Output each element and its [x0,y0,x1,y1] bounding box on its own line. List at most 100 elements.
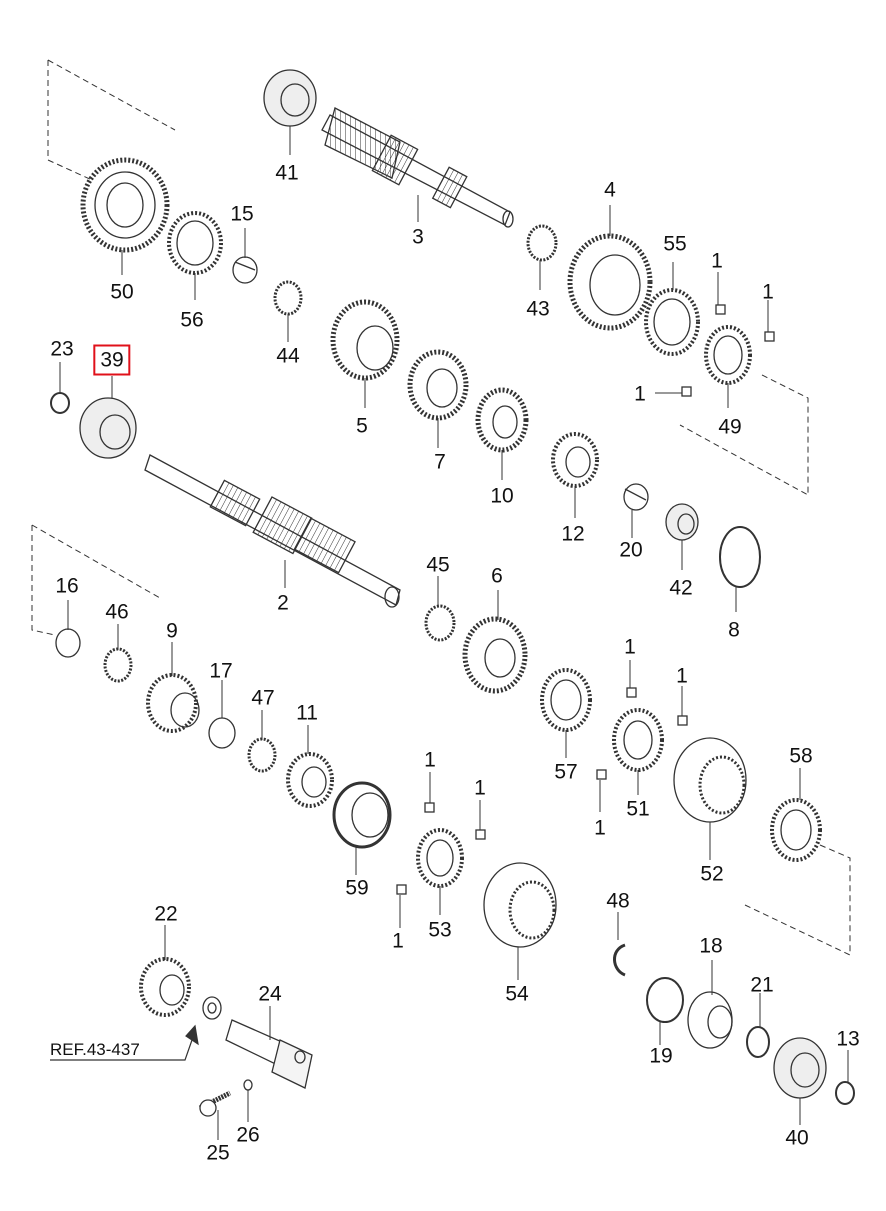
hub-49 [704,325,752,385]
part-label-1-f[interactable]: 1 [594,816,606,840]
part-label-22[interactable]: 22 [154,902,178,926]
part-label-53[interactable]: 53 [428,918,452,942]
part-label-58[interactable]: 58 [789,744,813,768]
part-label-1-h[interactable]: 1 [474,776,486,800]
part-label-47[interactable]: 47 [251,686,275,710]
gear-50 [80,157,170,253]
part-label-20[interactable]: 20 [619,538,643,562]
bushing-16 [55,628,81,658]
part-label-9[interactable]: 9 [166,619,178,643]
bearing-39 [79,397,137,459]
part-label-40[interactable]: 40 [785,1126,809,1150]
part-label-15[interactable]: 15 [230,202,254,226]
gear-5 [330,299,400,381]
synchro-ring-57 [540,668,592,732]
part-label-46[interactable]: 46 [105,600,129,624]
synchro-ring-59 [332,781,392,849]
bearing-41 [263,69,317,127]
part-label-12[interactable]: 12 [561,522,585,546]
snap-ring-23 [50,392,70,414]
part-label-51[interactable]: 51 [626,797,650,821]
hub-51 [612,708,664,772]
reference-arrow [50,1024,199,1061]
snap-ring-13 [835,1081,855,1105]
gear-22 [139,957,191,1017]
bearing-42 [665,503,699,541]
reference-label[interactable]: REF.43-437 [50,1040,140,1059]
part-label-23[interactable]: 23 [50,337,74,361]
needle-bearing-46 [103,647,133,683]
part-label-50[interactable]: 50 [110,280,134,304]
needle-bearing-44 [273,280,303,316]
part-label-39-highlighted[interactable]: 39 [93,344,131,376]
part-label-24[interactable]: 24 [258,982,282,1006]
bushing-17 [208,717,236,749]
output-shaft [144,454,401,608]
part-label-13[interactable]: 13 [836,1027,860,1051]
part-label-5[interactable]: 5 [356,414,368,438]
part-label-59[interactable]: 59 [345,876,369,900]
gear-7 [407,349,469,421]
part-label-1-a[interactable]: 1 [711,249,723,273]
part-label-26[interactable]: 26 [236,1123,260,1147]
part-label-1-c[interactable]: 1 [634,382,646,406]
part-label-54[interactable]: 54 [505,982,529,1006]
part-label-42[interactable]: 42 [669,576,693,600]
gear-11 [286,752,334,808]
part-label-57[interactable]: 57 [554,760,578,784]
bushing-15 [232,256,258,284]
part-label-1-b[interactable]: 1 [762,280,774,304]
bolt-25 [198,1090,232,1117]
gear-9 [146,673,200,733]
synchro-keys [396,304,775,895]
needle-bearing-45 [424,604,456,642]
part-label-18[interactable]: 18 [699,934,723,958]
dashed-guides [31,59,851,956]
part-label-7[interactable]: 7 [434,450,446,474]
part-label-48[interactable]: 48 [606,889,630,913]
part-label-56[interactable]: 56 [180,308,204,332]
part-label-1-g[interactable]: 1 [424,748,436,772]
part-label-2[interactable]: 2 [277,591,289,615]
needle-bearing-47 [247,737,277,773]
part-label-45[interactable]: 45 [426,553,450,577]
part-label-16[interactable]: 16 [55,574,79,598]
gear-4 [567,233,653,331]
part-label-17[interactable]: 17 [209,659,233,683]
part-label-44[interactable]: 44 [276,344,300,368]
gear-12 [551,432,599,488]
reverse-shaft-24 [225,1019,313,1089]
bushing-20 [623,483,649,511]
part-label-6[interactable]: 6 [491,564,503,588]
part-label-1-i[interactable]: 1 [392,929,404,953]
shim-21 [746,1026,770,1058]
gear-6 [462,616,528,694]
part-label-4[interactable]: 4 [604,178,616,202]
part-label-1-d[interactable]: 1 [624,635,636,659]
part-label-55[interactable]: 55 [663,232,687,256]
part-label-49[interactable]: 49 [718,415,742,439]
snap-ring-19 [646,977,684,1023]
needle-bearing-43 [526,224,558,262]
part-label-19[interactable]: 19 [649,1044,673,1068]
gear-10 [475,387,529,453]
gear-56 [167,211,223,275]
part-label-8[interactable]: 8 [728,618,740,642]
washer-26 [243,1079,253,1091]
part-label-41[interactable]: 41 [275,161,299,185]
part-label-11[interactable]: 11 [296,701,318,725]
part-label-1-e[interactable]: 1 [676,664,688,688]
bearing-40 [773,1037,827,1099]
leader-lines [59,126,849,1140]
sleeve-52 [673,737,747,823]
synchro-ring-55 [644,288,700,356]
part-label-10[interactable]: 10 [490,484,514,508]
snap-ring-8 [719,526,761,588]
part-label-3[interactable]: 3 [412,225,424,249]
part-label-21[interactable]: 21 [750,973,774,997]
part-label-43[interactable]: 43 [526,297,550,321]
part-label-52[interactable]: 52 [700,862,724,886]
washer-reverse [202,996,222,1020]
part-label-25[interactable]: 25 [206,1141,230,1165]
